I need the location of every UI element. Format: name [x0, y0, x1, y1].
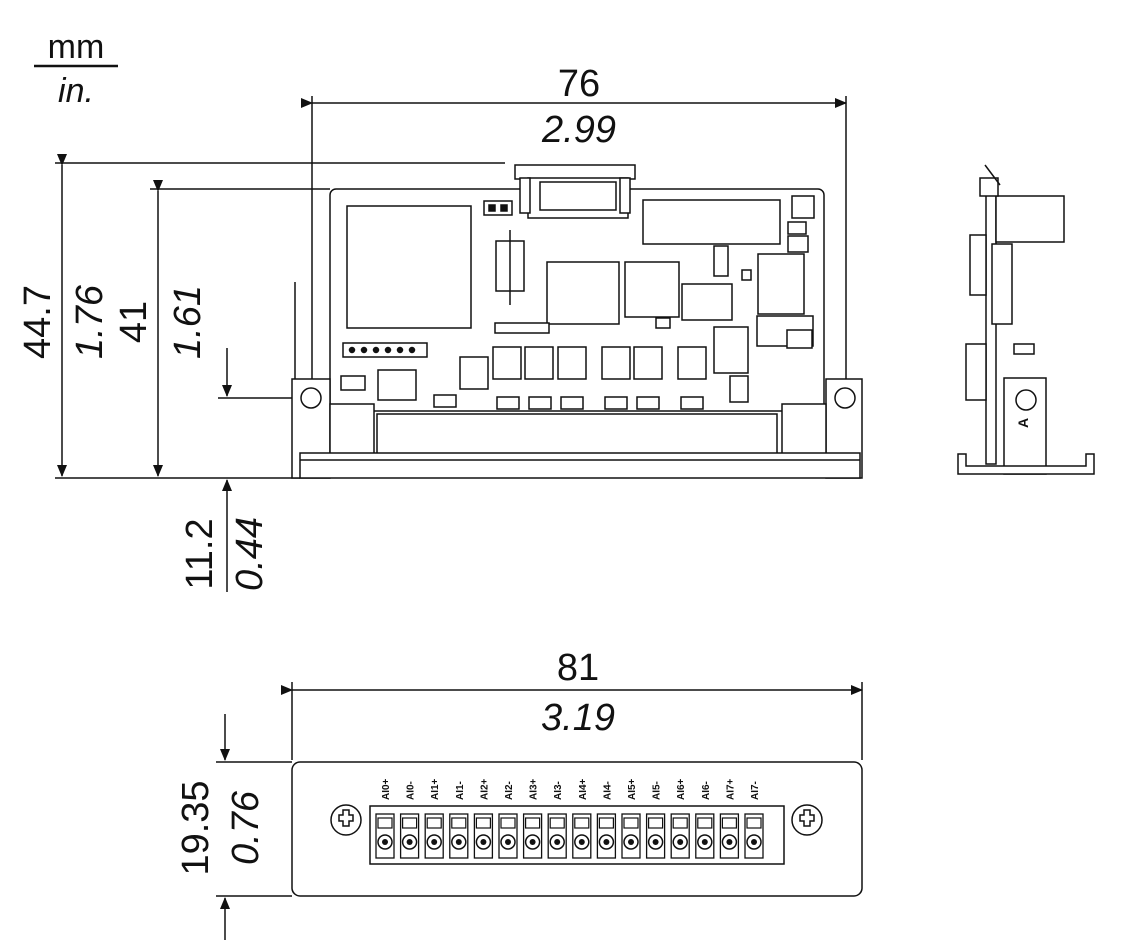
pin-label: AI7-	[750, 781, 761, 800]
unit-mm: mm	[48, 28, 105, 66]
pin-label: AI3+	[529, 778, 540, 800]
front-width-mm: 76	[558, 63, 600, 105]
units-legend: mm in.	[34, 28, 118, 110]
pin-label-row: AI0+ AI0- AI1+ AI1- AI2+ AI2- AI3+ AI3- AI4+ AI4-…	[381, 778, 761, 800]
terminal-block	[375, 813, 764, 859]
svg-text:A: A	[1015, 418, 1031, 428]
pin-label: AI7+	[725, 778, 736, 800]
connector-height-in: 0.76	[225, 790, 267, 865]
terminal-pin	[719, 813, 740, 859]
front-width-in: 2.99	[541, 109, 616, 151]
terminal-pin	[399, 813, 420, 859]
board-height-dimension	[150, 180, 330, 477]
terminal-pin	[621, 813, 641, 859]
connector-width-dimension	[281, 682, 863, 760]
terminal-pin	[473, 813, 494, 859]
pin-label: AI2-	[504, 781, 515, 800]
front-view-board	[291, 164, 863, 479]
terminal-pin	[744, 813, 764, 859]
connector-width-in: 3.19	[541, 697, 615, 739]
pin-label: AI4-	[602, 781, 613, 800]
front-height-dimension	[55, 154, 505, 479]
terminal-pin	[695, 813, 715, 859]
connector-height-mm: 19.35	[175, 780, 217, 875]
base-offset-mm: 11.2	[179, 518, 221, 589]
terminal-pin	[645, 813, 666, 859]
pin-label: AI1+	[430, 778, 441, 800]
pin-label: AI6+	[676, 778, 687, 800]
terminal-pin	[424, 813, 444, 859]
terminal-pin	[572, 813, 592, 859]
terminal-pin	[498, 813, 518, 859]
terminal-pin	[670, 813, 690, 859]
pin-label: AI1-	[455, 781, 466, 800]
pin-label: AI2+	[479, 778, 490, 800]
pin-label: AI3-	[553, 781, 564, 800]
pin-label: AI6-	[701, 781, 712, 800]
board-height-mm: 41	[113, 301, 155, 343]
pin-label: AI0+	[381, 778, 392, 800]
connector-height-dimension	[216, 714, 292, 940]
terminal-pin	[596, 813, 617, 859]
board-height-in: 1.61	[167, 285, 209, 359]
base-offset-in: 0.44	[229, 517, 271, 591]
front-height-in: 1.76	[69, 284, 111, 359]
pin-label: AI0-	[406, 781, 417, 800]
front-width-dimension	[301, 96, 847, 420]
side-view: A	[957, 164, 1095, 475]
terminal-pin	[449, 813, 469, 859]
pin-label: AI5-	[652, 781, 663, 800]
unit-in: in.	[58, 72, 94, 110]
front-height-mm: 44.7	[17, 285, 59, 359]
terminal-pin	[522, 813, 543, 859]
connector-width-mm: 81	[557, 647, 599, 689]
pin-label: AI4+	[578, 778, 589, 800]
terminal-pin	[375, 813, 395, 859]
pin-label: AI5+	[627, 778, 638, 800]
terminal-pin	[547, 813, 567, 859]
